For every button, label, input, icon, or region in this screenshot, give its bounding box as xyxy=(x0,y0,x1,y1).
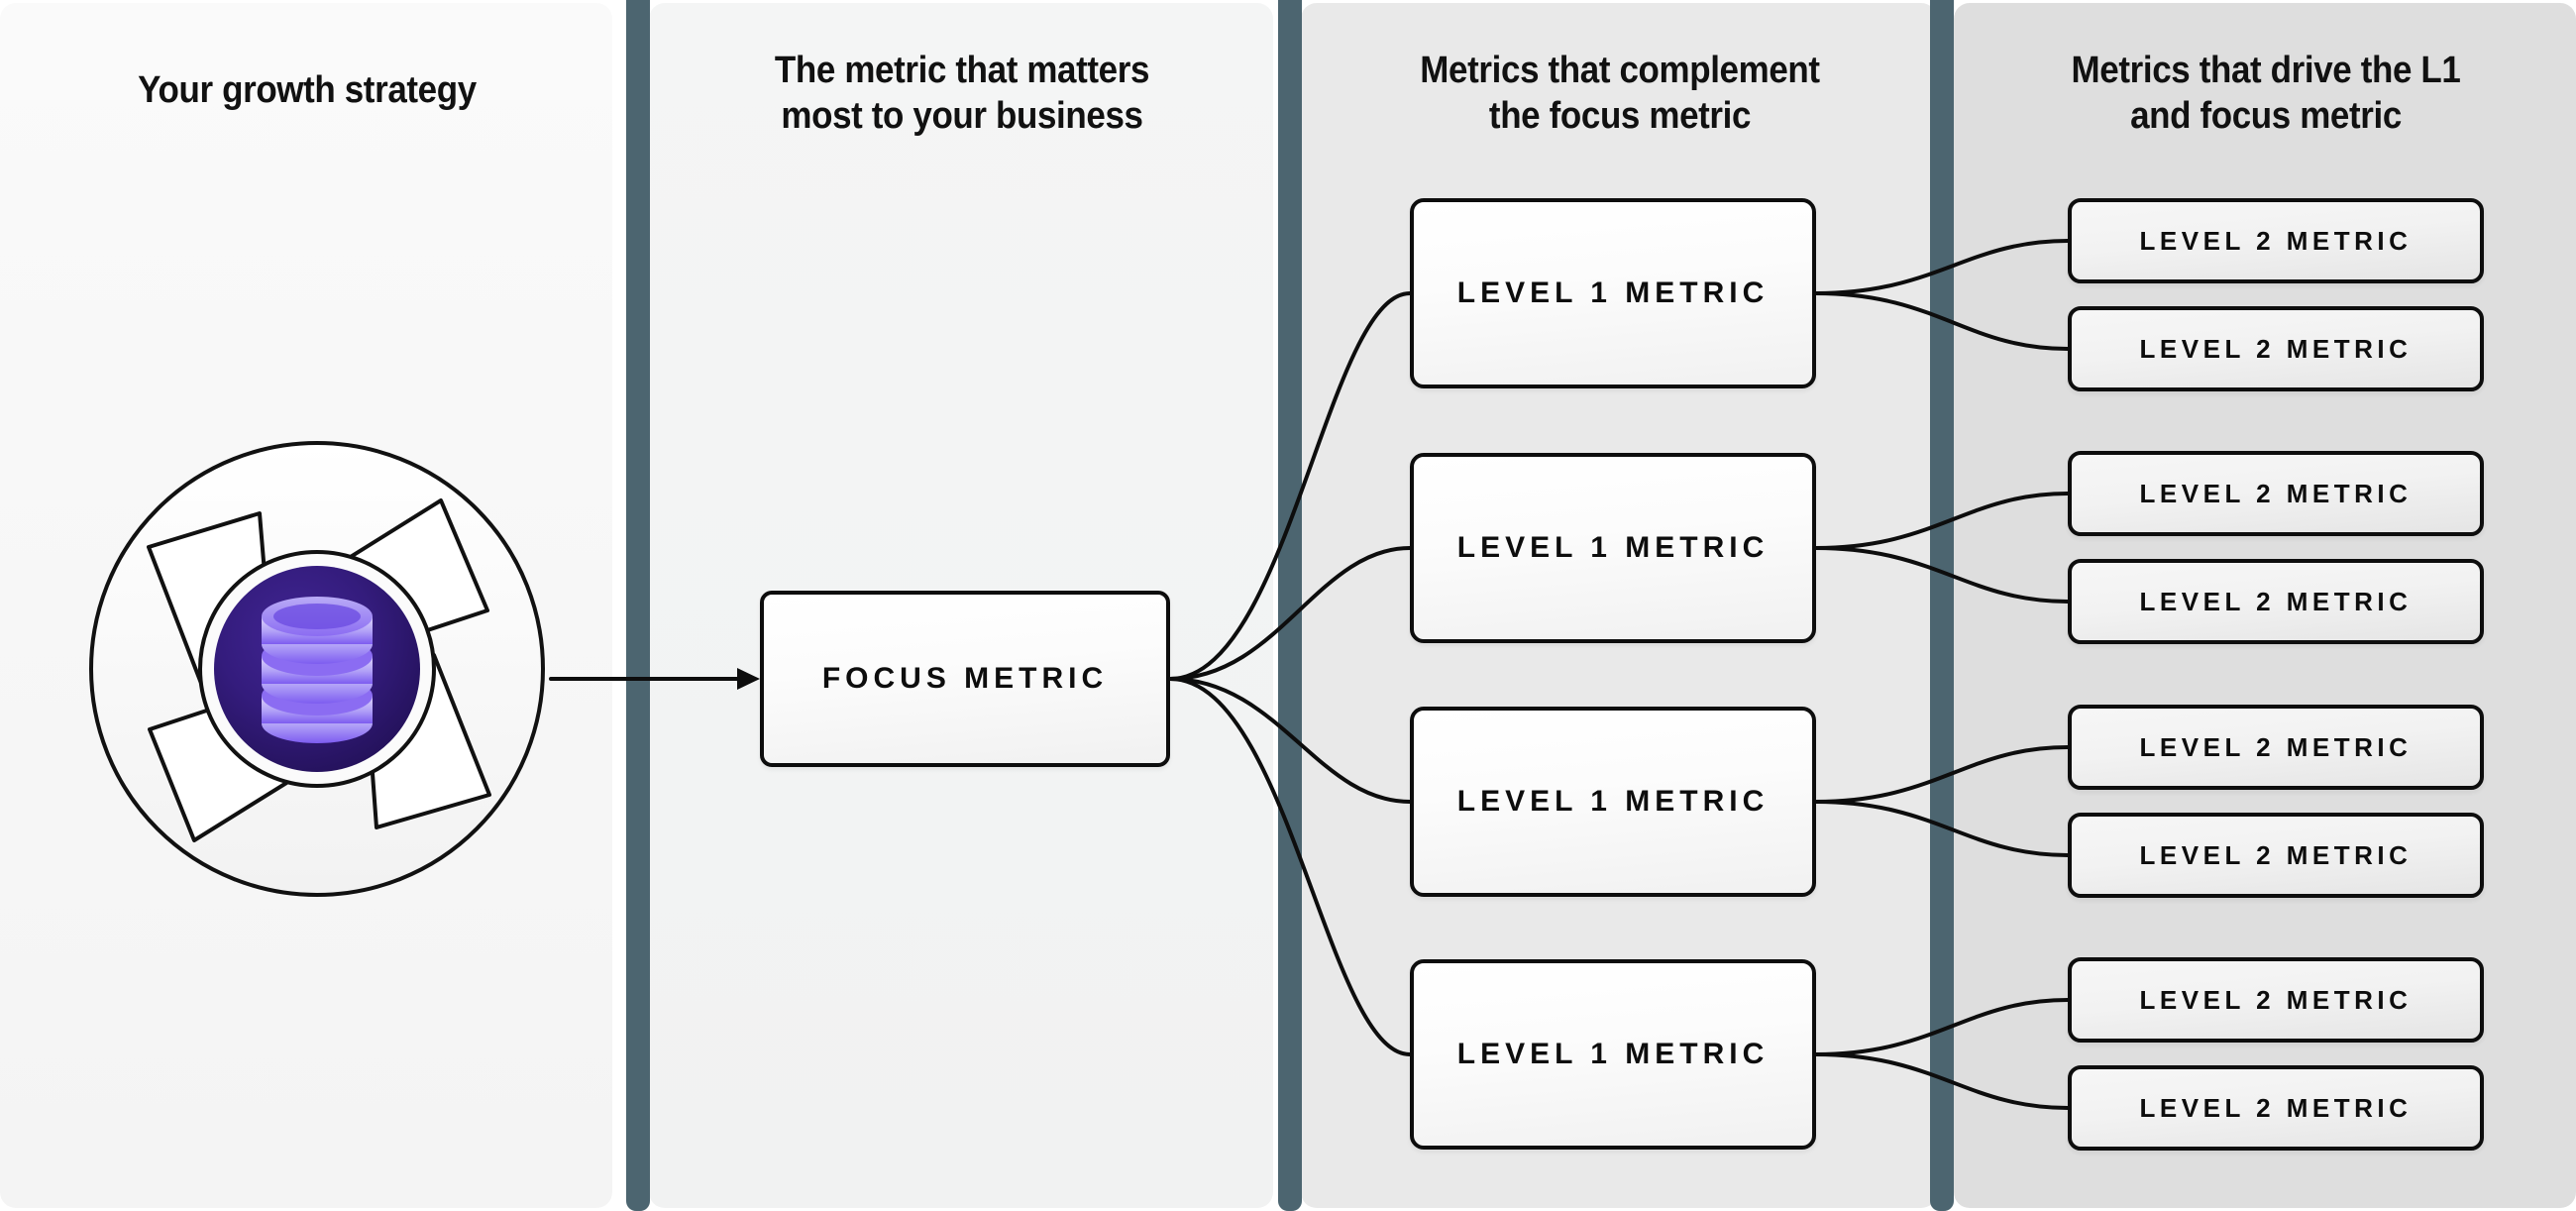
level-1-metric-node[interactable]: LEVEL 1 METRIC xyxy=(1410,707,1816,897)
level-2-metric-label: LEVEL 2 METRIC xyxy=(2139,731,2413,762)
level-2-metric-label: LEVEL 2 METRIC xyxy=(2139,478,2413,508)
column-divider-1 xyxy=(626,0,650,1211)
level-1-metric-label: LEVEL 1 METRIC xyxy=(1456,531,1770,564)
level-2-metric-node[interactable]: LEVEL 2 METRIC xyxy=(2068,306,2484,391)
level-2-metric-label: LEVEL 2 METRIC xyxy=(2139,333,2413,364)
column-heading-focus-metric: The metric that matters most to your bus… xyxy=(774,50,1150,138)
level-2-metric-node[interactable]: LEVEL 2 METRIC xyxy=(2068,559,2484,644)
level-1-metric-label: LEVEL 1 METRIC xyxy=(1456,1038,1770,1070)
column-heading-growth-strategy: Your growth strategy xyxy=(138,69,477,111)
level-2-metric-label: LEVEL 2 METRIC xyxy=(2139,984,2413,1015)
growth-strategy-emblem xyxy=(89,441,545,897)
level-2-metric-node[interactable]: LEVEL 2 METRIC xyxy=(2068,198,2484,283)
level-1-metric-label: LEVEL 1 METRIC xyxy=(1456,276,1770,309)
level-2-metric-label: LEVEL 2 METRIC xyxy=(2139,586,2413,616)
focus-metric-label: FOCUS METRIC xyxy=(821,662,1109,695)
level-2-metric-node[interactable]: LEVEL 2 METRIC xyxy=(2068,1065,2484,1151)
level-1-metric-label: LEVEL 1 METRIC xyxy=(1456,785,1770,818)
column-divider-2 xyxy=(1278,0,1302,1211)
level-1-metric-node[interactable]: LEVEL 1 METRIC xyxy=(1410,198,1816,388)
level-2-metric-label: LEVEL 2 METRIC xyxy=(2139,1092,2413,1123)
database-stack-icon xyxy=(262,597,373,743)
level-2-metric-node[interactable]: LEVEL 2 METRIC xyxy=(2068,957,2484,1043)
focus-metric-node[interactable]: FOCUS METRIC xyxy=(760,591,1170,767)
column-heading-level-1: Metrics that complement the focus metric xyxy=(1420,50,1820,138)
level-2-metric-node[interactable]: LEVEL 2 METRIC xyxy=(2068,813,2484,898)
column-divider-3 xyxy=(1930,0,1954,1211)
level-2-metric-label: LEVEL 2 METRIC xyxy=(2139,839,2413,870)
level-2-metric-node[interactable]: LEVEL 2 METRIC xyxy=(2068,705,2484,790)
level-2-metric-node[interactable]: LEVEL 2 METRIC xyxy=(2068,451,2484,536)
level-1-metric-node[interactable]: LEVEL 1 METRIC xyxy=(1410,453,1816,643)
column-heading-level-2: Metrics that drive the L1 and focus metr… xyxy=(2071,50,2461,138)
level-2-metric-label: LEVEL 2 METRIC xyxy=(2139,225,2413,256)
level-1-metric-node[interactable]: LEVEL 1 METRIC xyxy=(1410,959,1816,1150)
